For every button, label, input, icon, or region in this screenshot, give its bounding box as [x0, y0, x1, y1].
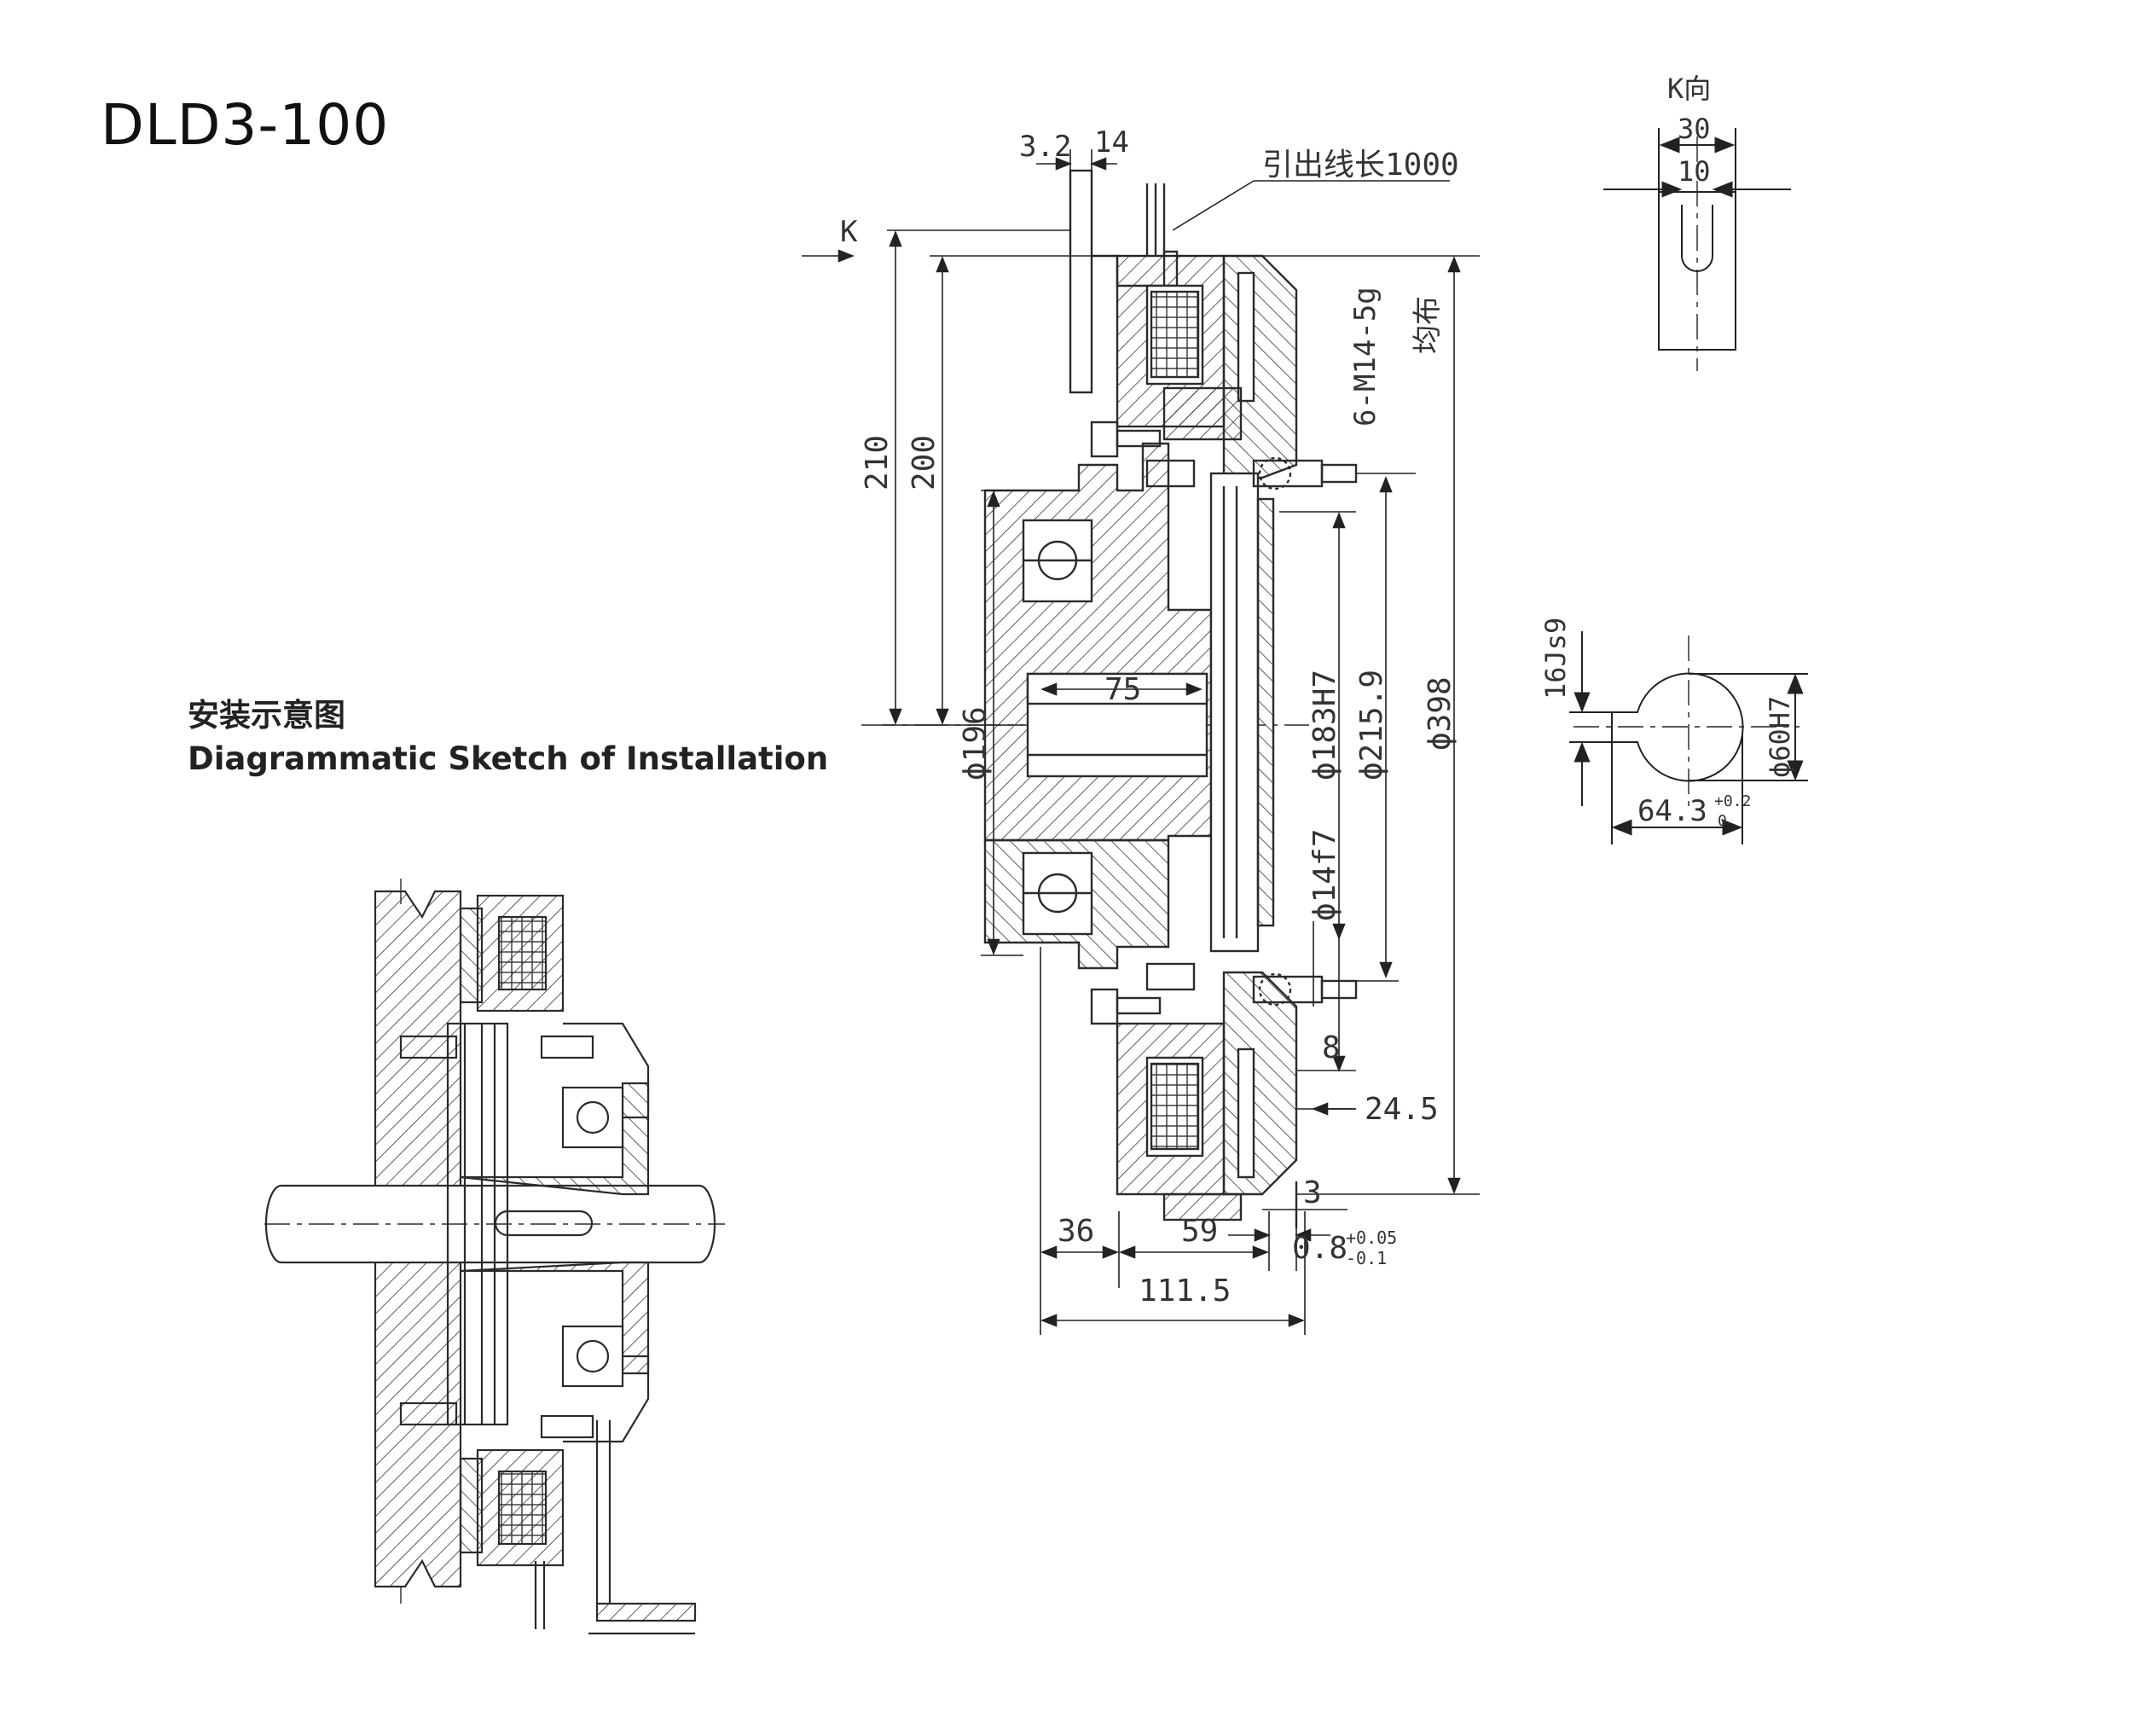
- lead-wire-note: 引出线长1000: [1262, 148, 1459, 183]
- dim-phi-398: ϕ398: [1423, 676, 1458, 751]
- bore-section: [1569, 631, 1808, 844]
- k-view: [1603, 128, 1791, 371]
- key-depth-tol-lower: 0: [1718, 812, 1727, 830]
- k-view-labels: K向 30 10: [1667, 73, 1711, 188]
- thread-note: 均布: [1411, 296, 1445, 354]
- bore-section-labels: 16Js9 ϕ60H7 64.3 +0.2 0: [1539, 618, 1796, 830]
- k-view-label: K向: [1667, 73, 1711, 105]
- key-depth: 64.3: [1637, 794, 1707, 828]
- dim-8: 8: [1322, 1030, 1341, 1065]
- install-caption-en: Diagrammatic Sketch of Installation: [188, 740, 829, 777]
- dim-111-5: 111.5: [1139, 1274, 1231, 1309]
- keyway-width: 16Js9: [1539, 618, 1572, 699]
- dim-phi-14f7: ϕ14f7: [1307, 829, 1342, 921]
- thread-spec: 6-M14-5g: [1348, 287, 1382, 426]
- view-marker-k: K: [840, 215, 858, 249]
- dim-14: 14: [1094, 125, 1129, 160]
- dim-phi-183h7: ϕ183H7: [1307, 670, 1342, 780]
- dim-24-5: 24.5: [1365, 1092, 1439, 1127]
- dim-75: 75: [1104, 672, 1141, 707]
- model-title: DLD3-100: [101, 92, 390, 158]
- bore-diameter: ϕ60H7: [1764, 696, 1796, 778]
- install-caption-zh: 安装示意图: [188, 697, 345, 734]
- dim-3-2: 3.2: [1019, 130, 1071, 164]
- dim-210: 210: [860, 435, 895, 490]
- k-view-dim-30: 30: [1678, 113, 1711, 145]
- k-view-dim-10: 10: [1678, 155, 1711, 188]
- dim-0-8-tol-upper: +0.05: [1346, 1227, 1397, 1248]
- main-view-labels: K 3.2 14 引出线长1000 6-M14-5g 均布 210 200 ϕ1…: [840, 125, 1459, 1309]
- installation-sketch: [264, 879, 725, 1635]
- dim-200: 200: [907, 435, 942, 490]
- dim-59: 59: [1181, 1214, 1218, 1249]
- key-depth-tol-upper: +0.2: [1714, 792, 1751, 810]
- dim-phi-196: ϕ196: [958, 706, 993, 780]
- dim-0-8: 0.8: [1292, 1231, 1348, 1266]
- main-dimension-lines: [802, 149, 1480, 1335]
- dim-36: 36: [1058, 1214, 1094, 1249]
- dim-3: 3: [1303, 1175, 1322, 1210]
- dim-phi-215-9: ϕ215.9: [1354, 670, 1389, 780]
- dim-0-8-tol-lower: -0.1: [1346, 1248, 1387, 1268]
